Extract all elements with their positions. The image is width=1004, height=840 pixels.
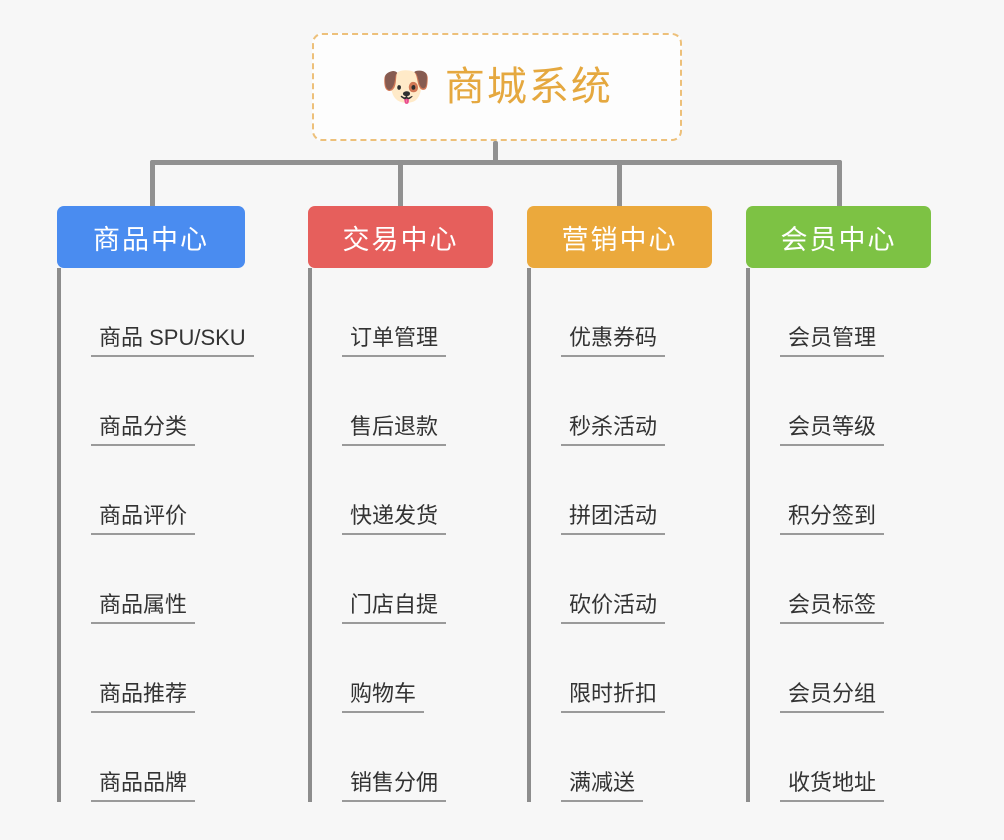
category-header-1[interactable]: 商品中心 bbox=[57, 206, 245, 268]
leaf-list-2: 订单管理 售后退款 快递发货 门店自提 购物车 销售分佣 bbox=[308, 268, 493, 802]
leaf-label: 销售分佣 bbox=[342, 770, 447, 802]
list-item[interactable]: 积分签到 bbox=[750, 446, 931, 535]
leaf-label: 收货地址 bbox=[780, 770, 885, 802]
list-item[interactable]: 商品分类 bbox=[61, 357, 245, 446]
list-item[interactable]: 满减送 bbox=[531, 713, 712, 802]
leaf-label: 会员分组 bbox=[780, 681, 885, 713]
leaf-label: 售后退款 bbox=[342, 414, 447, 446]
connector-drop-2 bbox=[398, 160, 403, 208]
leaf-label: 会员管理 bbox=[780, 325, 885, 357]
branch-column-1: 商品中心 商品 SPU/SKU 商品分类 商品评价 商品属性 商品推荐 商品品牌 bbox=[57, 206, 254, 802]
leaf-label: 购物车 bbox=[342, 681, 425, 713]
leaf-list-3: 优惠券码 秒杀活动 拼团活动 砍价活动 限时折扣 满减送 bbox=[527, 268, 712, 802]
leaf-label: 砍价活动 bbox=[561, 592, 666, 624]
leaf-list-1: 商品 SPU/SKU 商品分类 商品评价 商品属性 商品推荐 商品品牌 bbox=[57, 268, 254, 802]
leaf-label: 商品评价 bbox=[91, 503, 196, 535]
list-item[interactable]: 快递发货 bbox=[312, 446, 493, 535]
root-node[interactable]: 🐶 商城系统 bbox=[312, 33, 682, 141]
leaf-label: 秒杀活动 bbox=[561, 414, 666, 446]
connector-drop-4 bbox=[837, 160, 842, 208]
leaf-label: 限时折扣 bbox=[561, 681, 666, 713]
leaf-label: 满减送 bbox=[561, 770, 644, 802]
list-item[interactable]: 会员分组 bbox=[750, 624, 931, 713]
branch-column-2: 交易中心 订单管理 售后退款 快递发货 门店自提 购物车 销售分佣 bbox=[308, 206, 493, 802]
list-item[interactable]: 销售分佣 bbox=[312, 713, 493, 802]
trunk-line-3 bbox=[527, 268, 531, 802]
trunk-line-1 bbox=[57, 268, 61, 802]
connector-horizontal-bar bbox=[150, 160, 842, 165]
root-title: 商城系统 bbox=[444, 65, 613, 109]
leaf-label: 快递发货 bbox=[342, 503, 447, 535]
branch-column-4: 会员中心 会员管理 会员等级 积分签到 会员标签 会员分组 收货地址 bbox=[746, 206, 931, 802]
category-header-2[interactable]: 交易中心 bbox=[308, 206, 493, 268]
list-item[interactable]: 会员管理 bbox=[750, 268, 931, 357]
leaf-label: 会员等级 bbox=[780, 414, 885, 446]
trunk-line-2 bbox=[308, 268, 312, 802]
list-item[interactable]: 售后退款 bbox=[312, 357, 493, 446]
connector-root-stem bbox=[493, 141, 498, 163]
dog-face-icon: 🐶 bbox=[381, 64, 431, 110]
leaf-label: 商品品牌 bbox=[91, 770, 196, 802]
category-header-3[interactable]: 营销中心 bbox=[527, 206, 712, 268]
connector-drop-1 bbox=[150, 160, 155, 208]
leaf-label: 会员标签 bbox=[780, 592, 885, 624]
list-item[interactable]: 拼团活动 bbox=[531, 446, 712, 535]
trunk-line-4 bbox=[746, 268, 750, 802]
leaf-label: 积分签到 bbox=[780, 503, 885, 535]
list-item[interactable]: 商品 SPU/SKU bbox=[61, 268, 254, 357]
leaf-label: 优惠券码 bbox=[561, 325, 666, 357]
list-item[interactable]: 商品品牌 bbox=[61, 713, 245, 802]
leaf-label: 拼团活动 bbox=[561, 503, 666, 535]
list-item[interactable]: 商品评价 bbox=[61, 446, 245, 535]
category-header-4[interactable]: 会员中心 bbox=[746, 206, 931, 268]
leaf-label: 商品属性 bbox=[91, 592, 196, 624]
leaf-label: 门店自提 bbox=[342, 592, 447, 624]
list-item[interactable]: 门店自提 bbox=[312, 535, 493, 624]
list-item[interactable]: 收货地址 bbox=[750, 713, 931, 802]
branch-column-3: 营销中心 优惠券码 秒杀活动 拼团活动 砍价活动 限时折扣 满减送 bbox=[527, 206, 712, 802]
list-item[interactable]: 会员标签 bbox=[750, 535, 931, 624]
list-item[interactable]: 会员等级 bbox=[750, 357, 931, 446]
list-item[interactable]: 砍价活动 bbox=[531, 535, 712, 624]
leaf-list-4: 会员管理 会员等级 积分签到 会员标签 会员分组 收货地址 bbox=[746, 268, 931, 802]
list-item[interactable]: 优惠券码 bbox=[531, 268, 712, 357]
leaf-label: 商品推荐 bbox=[91, 681, 196, 713]
connector-drop-3 bbox=[617, 160, 622, 208]
leaf-label: 商品 SPU/SKU bbox=[91, 325, 254, 357]
list-item[interactable]: 订单管理 bbox=[312, 268, 493, 357]
list-item[interactable]: 限时折扣 bbox=[531, 624, 712, 713]
list-item[interactable]: 购物车 bbox=[312, 624, 493, 713]
leaf-label: 订单管理 bbox=[342, 325, 447, 357]
leaf-label: 商品分类 bbox=[91, 414, 196, 446]
list-item[interactable]: 商品推荐 bbox=[61, 624, 245, 713]
list-item[interactable]: 秒杀活动 bbox=[531, 357, 712, 446]
list-item[interactable]: 商品属性 bbox=[61, 535, 245, 624]
